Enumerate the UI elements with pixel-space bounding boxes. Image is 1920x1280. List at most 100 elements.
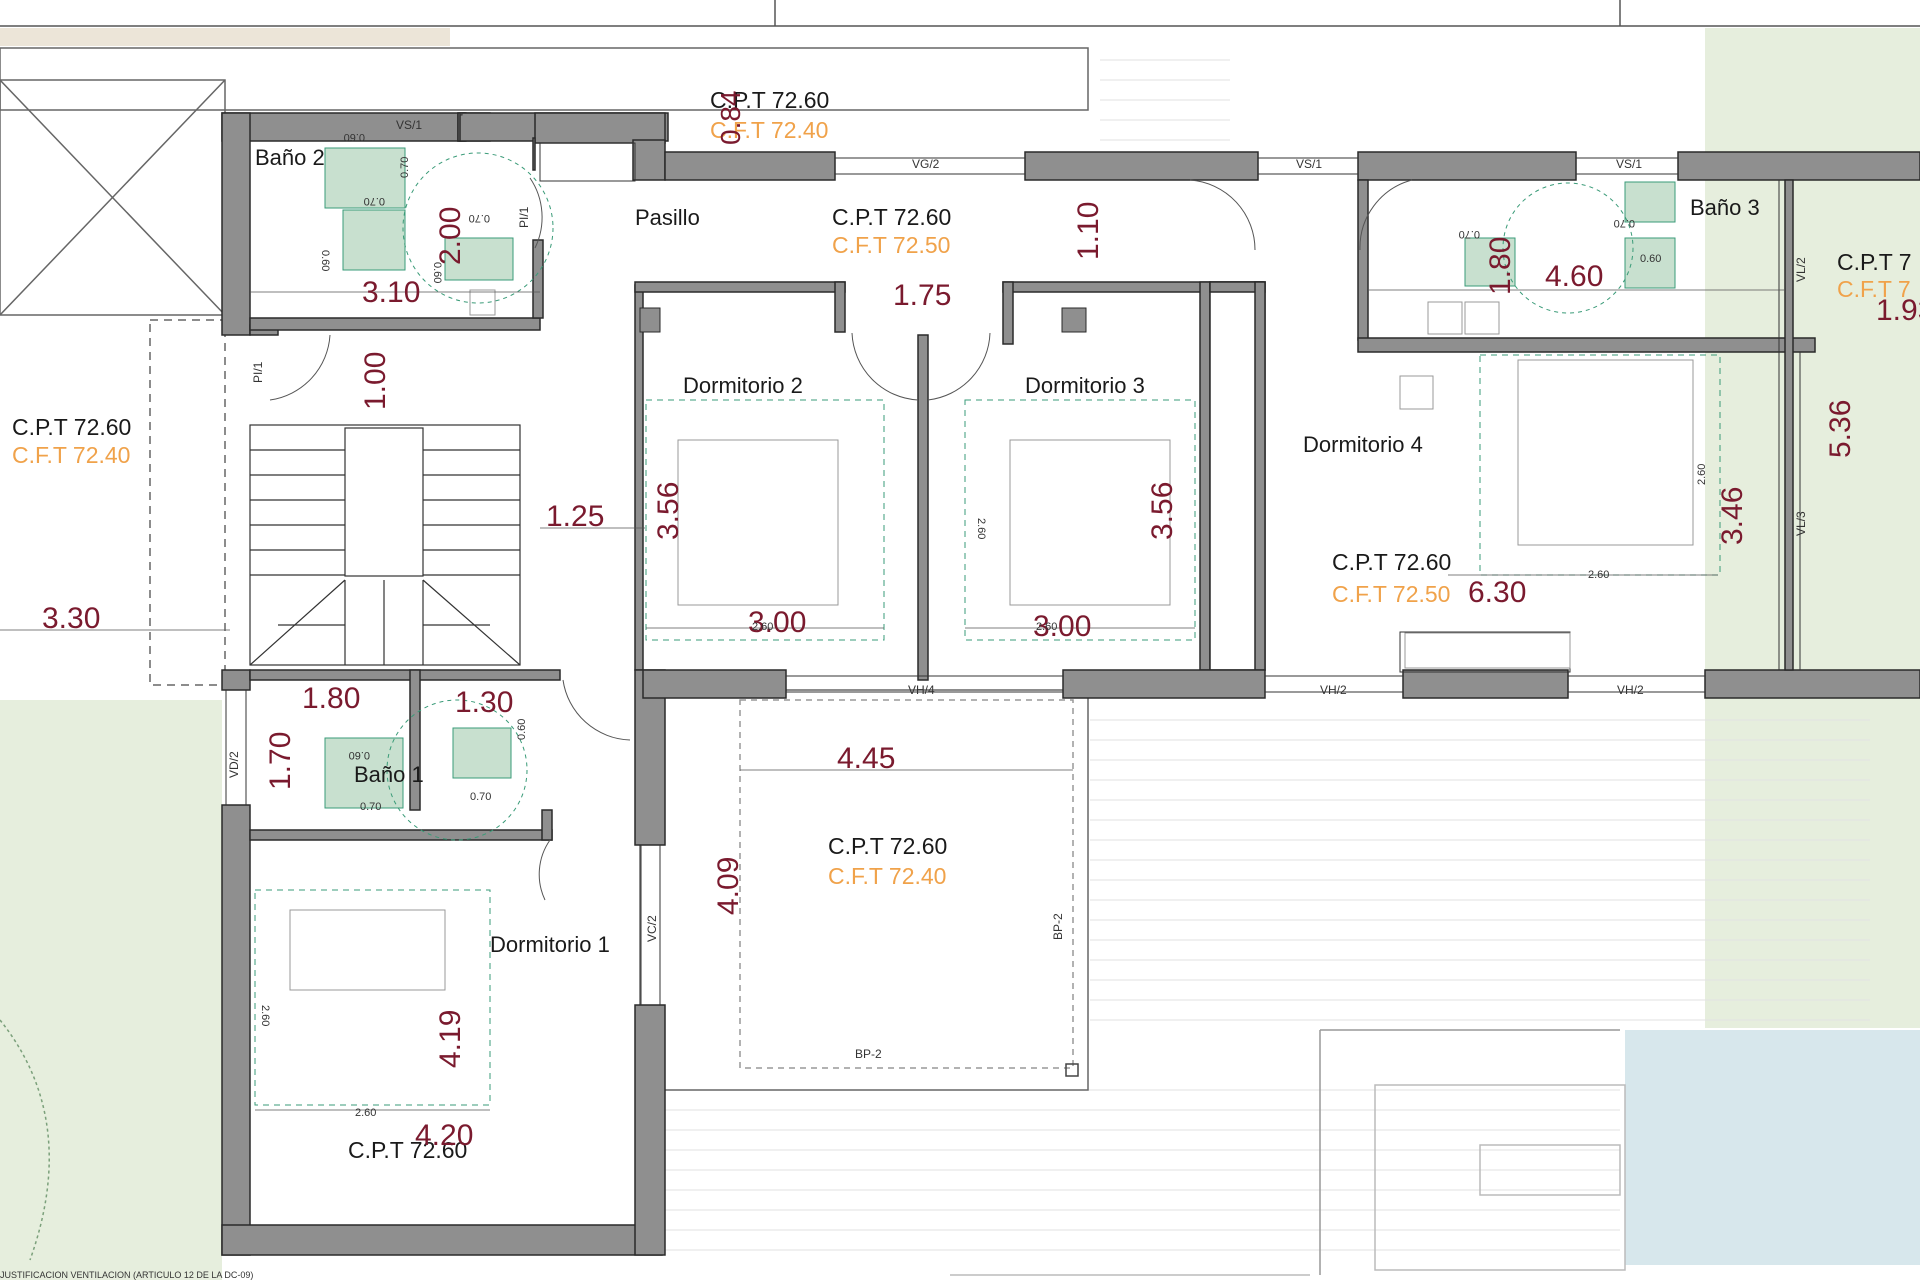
tag-pi1-b: PI/1 bbox=[251, 361, 265, 383]
level-cpt-pasillo: C.P.T 72.60 bbox=[832, 204, 951, 230]
dimension-419: 4.19 bbox=[434, 1010, 467, 1068]
small-dim: 2.60 bbox=[1696, 464, 1708, 485]
small-dim: 0.60 bbox=[1640, 253, 1661, 265]
dimension-180-bano1: 1.80 bbox=[302, 682, 360, 715]
footer-note: JUSTIFICACION VENTILACION (ARTICULO 12 D… bbox=[0, 1270, 253, 1280]
terrace-outlines bbox=[0, 47, 1626, 1275]
dimension-420: 4.20 bbox=[415, 1119, 473, 1152]
tag-vd2: VD/2 bbox=[227, 751, 241, 778]
sanitary-fixtures bbox=[324, 147, 1676, 809]
dimension-356-a: 3.56 bbox=[652, 482, 685, 540]
dimension-170: 1.70 bbox=[264, 732, 297, 790]
level-cft-left: C.F.T 72.40 bbox=[12, 442, 130, 468]
pool bbox=[1625, 1030, 1920, 1265]
dimension-200: 2.00 bbox=[434, 207, 467, 265]
small-dim: 2.60 bbox=[355, 1107, 376, 1119]
dimension-409: 4.09 bbox=[712, 857, 745, 915]
small-dim: 2.60 bbox=[1036, 621, 1057, 633]
small-dim: 2.60 bbox=[259, 1005, 271, 1026]
small-dim: 0.60 bbox=[349, 749, 370, 761]
dimension-460: 4.60 bbox=[1545, 260, 1603, 293]
small-dimensions: 0.60 0.70 0.70 0.60 0.70 0.60 0.70 0.70 … bbox=[259, 131, 1708, 1119]
level-cft-dormitorio4: C.F.T 72.50 bbox=[1332, 581, 1450, 607]
garden-arc bbox=[0, 1019, 50, 1261]
dimension-536: 5.36 bbox=[1824, 400, 1857, 458]
tag-vs1-c: VS/1 bbox=[1616, 157, 1642, 171]
room-label-dormitorio1: Dormitorio 1 bbox=[490, 932, 610, 957]
room-label-dormitorio2: Dormitorio 2 bbox=[683, 373, 803, 398]
top-left-paving-strip bbox=[0, 28, 450, 46]
dimension-125: 1.25 bbox=[546, 500, 604, 533]
tag-bp2-a: BP-2 bbox=[1051, 913, 1065, 940]
dimension-300-b: 3.00 bbox=[1033, 610, 1091, 643]
tag-vs1-a: VS/1 bbox=[396, 118, 422, 132]
dimensions: 0.84 2.00 3.10 1.10 1.75 1.80 4.60 1.93 … bbox=[42, 91, 1920, 1153]
small-dim: 0.60 bbox=[344, 131, 365, 143]
dimension-330: 3.30 bbox=[42, 602, 100, 635]
column bbox=[639, 307, 661, 333]
dimension-100: 1.00 bbox=[359, 352, 392, 410]
dimension-193: 1.93 bbox=[1876, 294, 1920, 327]
dimension-346: 3.46 bbox=[1716, 487, 1749, 545]
staircase bbox=[249, 424, 521, 666]
dimension-130: 1.30 bbox=[455, 686, 513, 719]
tag-vs1-b: VS/1 bbox=[1296, 157, 1322, 171]
column bbox=[1061, 307, 1087, 333]
dimension-lines bbox=[0, 289, 1785, 1111]
element-tags: VS/1 VS/1 VS/1 VG/2 PI/1 PI/1 VH/4 VH/2 … bbox=[227, 118, 1808, 1061]
walls bbox=[221, 112, 1920, 1256]
terrace-deck bbox=[660, 59, 1870, 1251]
tag-pi1-a: PI/1 bbox=[517, 206, 531, 228]
room-label-bano2: Baño 2 bbox=[255, 145, 325, 170]
level-cpt-left: C.P.T 72.60 bbox=[12, 414, 131, 440]
level-cpt-right: C.P.T 7 bbox=[1837, 249, 1912, 275]
room-label-bano3: Baño 3 bbox=[1690, 195, 1760, 220]
small-dim: 0.70 bbox=[364, 195, 385, 207]
small-dim: 0.70 bbox=[360, 801, 381, 813]
furniture bbox=[289, 289, 1694, 991]
small-dim: 0.60 bbox=[319, 250, 331, 271]
dimension-300-a: 3.00 bbox=[748, 606, 806, 639]
level-cft-pasillo: C.F.T 72.50 bbox=[832, 232, 950, 258]
small-dim: 0.70 bbox=[469, 212, 490, 224]
level-cft-right: C.F.T 7 bbox=[1837, 276, 1911, 302]
dimension-445: 4.45 bbox=[837, 742, 895, 775]
tag-vl3: VL/3 bbox=[1794, 511, 1808, 536]
room-label-bano1: Baño 1 bbox=[354, 762, 424, 787]
room-label-dormitorio4: Dormitorio 4 bbox=[1303, 432, 1423, 457]
right-lawn bbox=[1705, 28, 1920, 1028]
tag-bp2-b: BP-2 bbox=[855, 1047, 882, 1061]
small-dim: 0.60 bbox=[431, 262, 443, 283]
tag-vh2-b: VH/2 bbox=[1617, 683, 1644, 697]
dimension-084: 0.84 bbox=[715, 91, 746, 146]
left-lawn bbox=[0, 700, 222, 1280]
dimension-356-b: 3.56 bbox=[1146, 482, 1179, 540]
small-dim: 0.60 bbox=[516, 719, 528, 740]
room-label-dormitorio3: Dormitorio 3 bbox=[1025, 373, 1145, 398]
level-cft-top: C.F.T 72.40 bbox=[710, 117, 828, 143]
small-dim: 0.70 bbox=[399, 157, 411, 178]
level-cpt-terrace: C.P.T 72.60 bbox=[828, 833, 947, 859]
tag-vh2-a: VH/2 bbox=[1320, 683, 1347, 697]
small-dim: 2.60 bbox=[752, 621, 773, 633]
tag-vc2: VC/2 bbox=[645, 915, 659, 942]
turning-circles bbox=[386, 152, 1634, 841]
dimension-630: 6.30 bbox=[1468, 576, 1526, 609]
tag-vh4: VH/4 bbox=[908, 683, 935, 697]
dimension-175: 1.75 bbox=[893, 279, 951, 312]
level-cpt-dormitorio1: C.P.T 72.60 bbox=[348, 1137, 467, 1163]
small-dim: 2.60 bbox=[975, 518, 987, 539]
room-label-pasillo: Pasillo bbox=[635, 205, 700, 230]
dimension-310: 3.10 bbox=[362, 276, 420, 309]
level-cft-terrace: C.F.T 72.40 bbox=[828, 863, 946, 889]
tag-vl2: VL/2 bbox=[1794, 257, 1808, 282]
level-cpt-dormitorio4: C.P.T 72.60 bbox=[1332, 549, 1451, 575]
small-dim: 2.60 bbox=[1588, 569, 1609, 581]
window-frames bbox=[225, 112, 1801, 1005]
small-dim: 0.70 bbox=[470, 791, 491, 803]
small-dim: 0.70 bbox=[1614, 217, 1635, 229]
dimension-110: 1.10 bbox=[1072, 202, 1105, 260]
dimension-180-bano3: 1.80 bbox=[1484, 237, 1517, 295]
tag-vg2: VG/2 bbox=[912, 157, 940, 171]
